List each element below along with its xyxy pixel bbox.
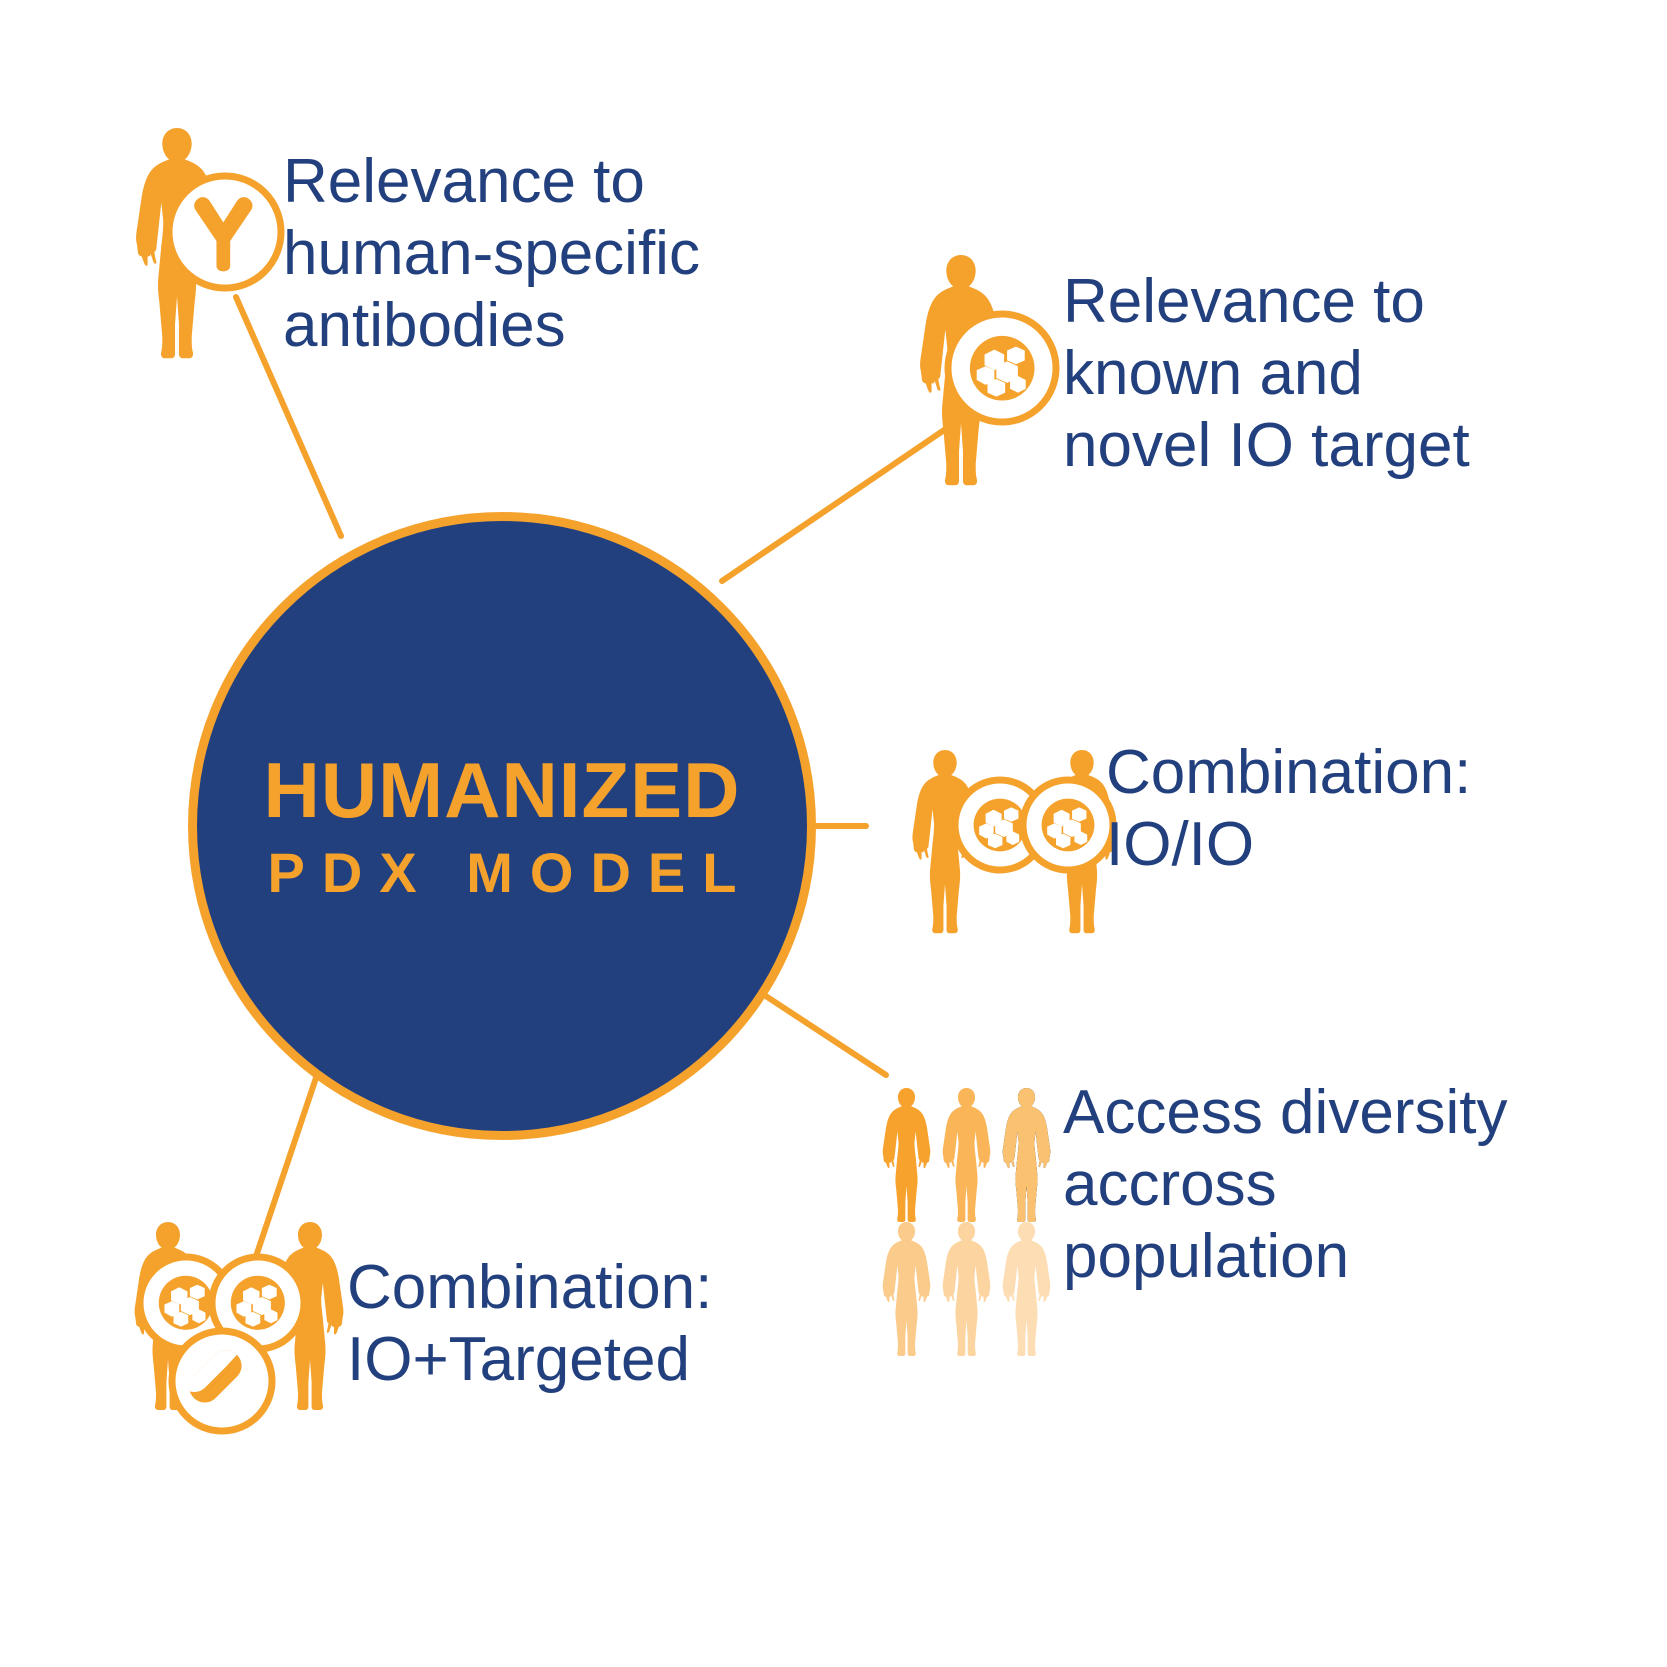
person-silhouette-icon [942,1088,991,1222]
person-silhouette-icon [1002,1088,1051,1222]
person-silhouette-icon [1002,1222,1051,1356]
icon-group-human-specific-antibodies[interactable] [136,128,285,359]
cell-cluster-icon [969,335,1035,401]
node-label-combination-io-io: Combination: IO/IO [1106,738,1472,879]
person-silhouette-icon [942,1222,991,1356]
hub-subtitle: PDX MODEL [267,841,754,904]
cell-cluster-icon [230,1275,285,1330]
icon-group-known-and-novel-io-target[interactable] [920,255,1060,486]
node-label-human-specific-antibodies: Relevance to human-specific antibodies [283,147,700,360]
node-label-known-and-novel-io-target: Relevance to known and novel IO target [1063,267,1470,480]
icon-group-combination-io-targeted[interactable] [134,1222,344,1435]
connector-line-antibodies [233,294,344,539]
node-label-combination-io-targeted: Combination: IO+Targeted [347,1253,713,1394]
icon-group-combination-io-io[interactable] [912,750,1117,934]
hub-title: HUMANIZED [263,746,741,834]
icon-group-access-diversity-population[interactable] [882,1088,1051,1356]
cell-cluster-icon [1041,798,1095,852]
cell-cluster-icon [973,798,1027,852]
connector-line-io-target [719,421,956,584]
hub-circle[interactable]: HUMANIZED PDX MODEL [188,512,816,1140]
cell-cluster-icon [158,1275,213,1330]
person-silhouette-icon [882,1222,931,1356]
person-silhouette-icon [882,1088,931,1222]
node-label-access-diversity-population: Access diversity accross population [1063,1078,1508,1291]
